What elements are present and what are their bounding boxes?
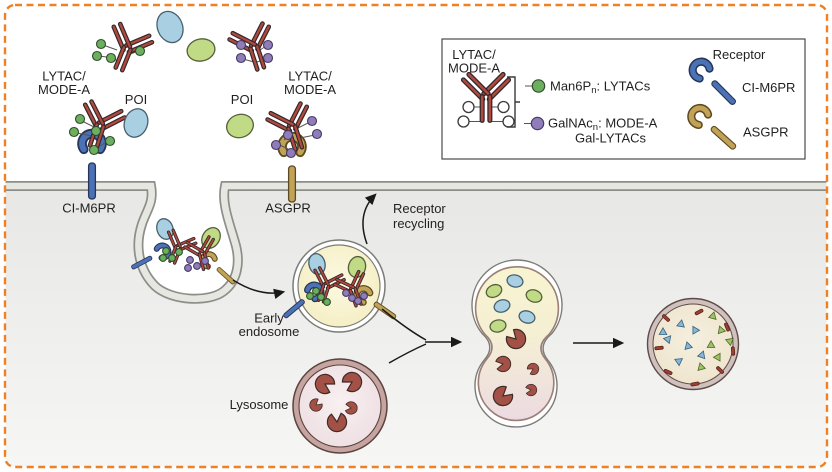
legend-item-man6p: Man6Pn: LYTACs	[525, 79, 651, 97]
poi-blue-bound-left	[123, 108, 149, 138]
lysosome-label: Lysosome	[230, 397, 289, 412]
cytoplasm	[5, 186, 827, 467]
right-lytac-label-line1: LYTAC/	[288, 69, 332, 84]
legend-box: LYTAC/ MODE-A Man6Pn: LYTACs GalNAcn: MO…	[441, 38, 806, 160]
lytac-floating-man6p	[91, 18, 158, 80]
legend-asgpr-label: ASGPR	[743, 125, 789, 140]
galnac-label-line2: Gal-LYTACs	[575, 131, 647, 146]
modea-floating-galnac	[224, 18, 284, 78]
right-lytac-label-line2: MODE-A	[284, 82, 336, 97]
galnac-label: GalNAcn: MODE-A	[548, 116, 658, 134]
legend-receptor-title: Receptor	[713, 47, 766, 62]
arrow-lysosome-to-fusion	[388, 343, 427, 364]
lytac-bound-left	[68, 96, 130, 156]
figure-border	[3, 3, 829, 469]
endolysosome-fusion	[471, 259, 563, 428]
left-lytac-label-line2: MODE-A	[38, 82, 90, 97]
lysosome	[292, 358, 388, 454]
legend-title-line2: MODE-A	[448, 61, 500, 76]
endocytic-pit-contents	[129, 218, 238, 288]
lytac-bound-right	[262, 98, 323, 159]
poi-green-bound-right	[226, 113, 254, 139]
left-lytac-label-line1: LYTAC/	[42, 69, 86, 84]
ci-m6pr-label: CI-M6PR	[62, 201, 115, 216]
poi-green-floating	[186, 38, 216, 62]
legend-title-line1: LYTAC/	[452, 47, 496, 62]
galnac-glycan-icon	[530, 116, 545, 131]
cell-membrane	[5, 181, 827, 304]
receptor-recycling-label-line1: Receptor	[393, 201, 446, 216]
early-endosome-label-line2: endosome	[239, 324, 300, 339]
early-endosome-label-line1: Early	[254, 311, 284, 326]
left-poi-label: POI	[125, 92, 147, 107]
poi-blue-floating	[156, 10, 184, 44]
man6p-glycan-icon	[531, 79, 546, 93]
early-endosome	[280, 239, 399, 333]
right-poi-label: POI	[231, 92, 253, 107]
antibody-icon	[457, 71, 515, 128]
legend-item-galnac: GalNAcn: MODE-A Gal-LYTACs	[524, 116, 658, 146]
receptor-recycling-label-line2: recycling	[393, 216, 444, 231]
man6p-label: Man6Pn: LYTACs	[550, 79, 651, 97]
arrow-pit-to-endosome	[232, 279, 286, 300]
residual-body	[646, 297, 740, 391]
arrow-receptor-recycling	[362, 193, 377, 245]
asgpr-label: ASGPR	[265, 201, 311, 216]
legend-ci-m6pr-label: CI-M6PR	[742, 80, 795, 95]
arrow-endosome-to-fusion	[381, 308, 427, 341]
degraded-fragments	[654, 308, 737, 387]
legend-bracket	[507, 76, 520, 128]
